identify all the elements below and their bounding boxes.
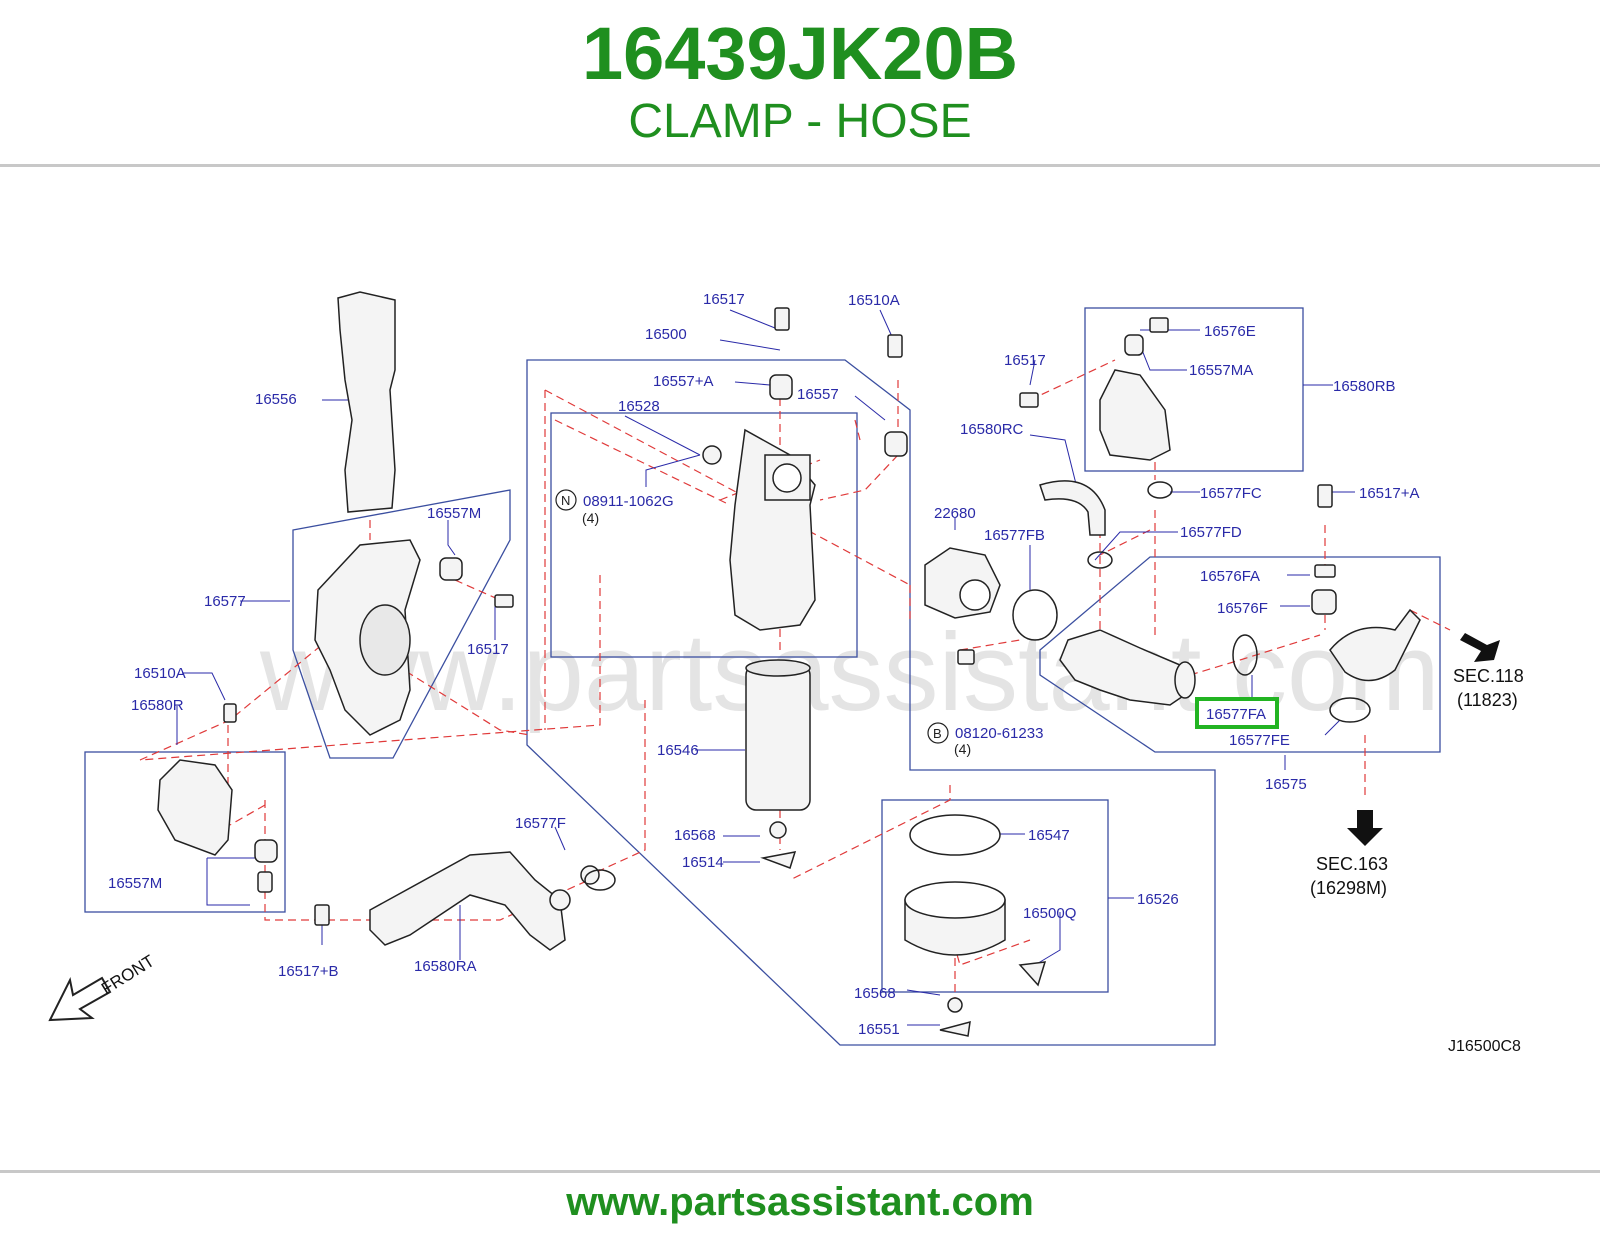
frame-16575 — [1039, 556, 1441, 753]
callout-16557M-bottom: 16557M — [108, 875, 162, 892]
callout-16577FA: 16577FA — [1206, 706, 1266, 723]
callout-16556: 16556 — [255, 391, 297, 408]
front-arrow-icon — [48, 976, 112, 1022]
callout-16575: 16575 — [1265, 776, 1307, 793]
callout-16510A-left: 16510A — [134, 665, 186, 682]
callout-16551: 16551 — [858, 1021, 900, 1038]
callout-16514: 16514 — [682, 854, 724, 871]
callout-16528: 16528 — [618, 398, 660, 415]
part-number-title: 16439JK20B — [581, 12, 1019, 95]
callout-16576E: 16576E — [1204, 323, 1256, 340]
callout-16557M-top: 16557M — [427, 505, 481, 522]
hose-16575-shape — [1059, 629, 1193, 706]
arrow-right-icon — [1460, 633, 1500, 662]
callout-16577FE: 16577FE — [1229, 732, 1290, 749]
callout-16577FD: 16577FD — [1180, 524, 1242, 541]
callout-n-mark: N — [561, 493, 570, 508]
frame-16526 — [881, 799, 1109, 993]
part-name-subtitle: CLAMP - HOSE — [628, 95, 972, 148]
callout-16500Q: 16500Q — [1023, 905, 1076, 922]
section-118-label: SEC.118 — [1453, 666, 1524, 686]
callout-16500: 16500 — [645, 326, 687, 343]
callout-16580RB: 16580RB — [1333, 378, 1396, 395]
header-divider — [0, 164, 1600, 167]
callout-16580RA: 16580RA — [414, 958, 477, 975]
callout-16577FB: 16577FB — [984, 527, 1045, 544]
duct-16556-shape — [337, 291, 396, 513]
callout-22680: 22680 — [934, 505, 976, 522]
callout-16576F: 16576F — [1217, 600, 1268, 617]
bracket-16580R-shape — [157, 759, 233, 856]
callout-16526: 16526 — [1137, 891, 1179, 908]
frame-16580R — [84, 751, 286, 913]
callout-16580R: 16580R — [131, 697, 184, 714]
callout-16580RC: 16580RC — [960, 421, 1024, 438]
callout-b-mark: B — [933, 726, 942, 741]
subframe-16528 — [550, 412, 858, 658]
drawing-code: J16500C8 — [1448, 1038, 1521, 1055]
section-163-ref: (16298M) — [1310, 878, 1387, 898]
callout-16577F: 16577F — [515, 815, 566, 832]
callout-08911-qty: (4) — [582, 510, 599, 526]
hose-16580RC-shape — [1039, 480, 1106, 536]
footer-url: www.partsassistant.com — [566, 1180, 1034, 1224]
section-163-label: SEC.163 — [1316, 854, 1388, 874]
callout-16510A-top: 16510A — [848, 292, 900, 309]
callout-16568-top: 16568 — [674, 827, 716, 844]
callout-16517A: 16517+A — [1359, 485, 1419, 502]
callout-16557: 16557 — [797, 386, 839, 403]
callout-16547: 16547 — [1028, 827, 1070, 844]
seal-16547-shape — [909, 814, 1001, 856]
sensor-22680-shape — [924, 547, 1001, 619]
resonator-shape — [1329, 608, 1421, 682]
callout-16577: 16577 — [204, 593, 246, 610]
bracket-16580RA-shape — [369, 851, 566, 951]
callout-08120: 08120-61233 — [955, 725, 1043, 742]
callout-16517-top: 16517 — [703, 291, 745, 308]
footer-divider — [0, 1170, 1600, 1173]
callout-08911: 08911-1062G — [583, 493, 674, 510]
highlight-box — [1195, 697, 1279, 729]
callout-16576FA: 16576FA — [1200, 568, 1260, 585]
callout-16557A: 16557+A — [653, 373, 713, 390]
filter-16546-shape — [745, 664, 811, 811]
callout-16517-mid: 16517 — [467, 641, 509, 658]
frame-16580RB — [1084, 307, 1304, 472]
callout-16517-right: 16517 — [1004, 352, 1046, 369]
arrow-down-icon — [1347, 810, 1383, 846]
bracket-16580RB-shape — [1099, 369, 1171, 461]
callout-16577FC: 16577FC — [1200, 485, 1262, 502]
callout-08120-qty: (4) — [954, 741, 971, 757]
callout-16517B: 16517+B — [278, 963, 338, 980]
frame-16577 — [292, 489, 511, 759]
assembly-frame-16500 — [526, 359, 1216, 1046]
front-label: FRONT — [98, 951, 158, 998]
section-118-ref: (11823) — [1457, 690, 1518, 710]
callout-16568-bottom: 16568 — [854, 985, 896, 1002]
callout-16546: 16546 — [657, 742, 699, 759]
callout-16557MA: 16557MA — [1189, 362, 1253, 379]
